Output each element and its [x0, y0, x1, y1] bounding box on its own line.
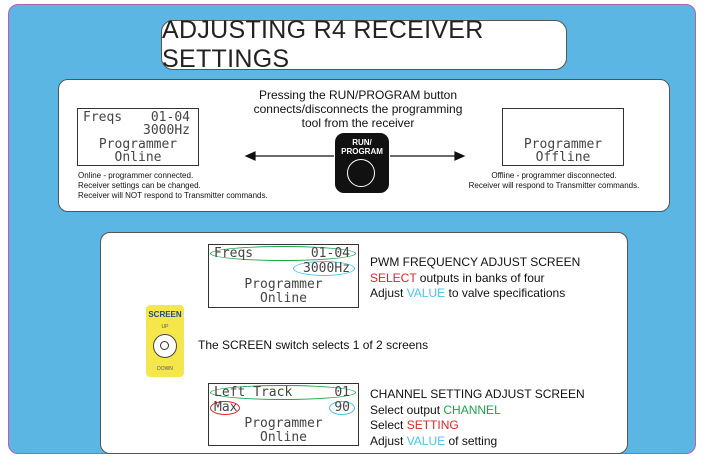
frequency-lcd: Freqs 01-04 3000Hz Programmer Online: [208, 244, 359, 308]
lcd-line3: Programmer: [244, 277, 323, 292]
button-label: PROGRAM: [341, 147, 383, 156]
lcd-line4: Online: [114, 150, 162, 165]
lcd-line3: Programmer: [244, 416, 323, 431]
run-program-description: Pressing the RUN/PROGRAM button connects…: [226, 88, 490, 130]
lcd-line4: Offline: [535, 150, 591, 165]
text-span: Adjust: [370, 286, 407, 300]
description-line: tool from the receiver: [301, 116, 415, 130]
text-span: Select: [370, 418, 407, 432]
frequency-line3: Adjust VALUE to valve specifications: [370, 286, 580, 302]
value-word: VALUE: [406, 433, 446, 448]
description-line: Pressing the RUN/PROGRAM button: [258, 88, 458, 102]
button-label: RUN/: [352, 138, 372, 147]
online-note: Online - programmer connected. Receiver …: [78, 171, 268, 201]
lcd-line1-left: Freqs: [83, 110, 123, 125]
text-span: to valve specifications: [445, 286, 566, 300]
lcd-line3: Programmer: [98, 137, 178, 152]
lcd-line2: 3000Hz: [143, 123, 190, 138]
page-title: ADJUSTING R4 RECEIVER SETTINGS: [162, 16, 484, 73]
setting-highlight: [210, 401, 240, 415]
frequency-screen-title: PWM FREQUENCY ADJUST SCREEN: [370, 255, 581, 269]
screen-switch-panel: [100, 232, 628, 454]
switch-toggle[interactable]: [153, 334, 177, 358]
switch-title: SCREEN: [148, 310, 182, 319]
channel-line3: Select SETTING: [370, 418, 585, 434]
channel-lcd: Left Track 01 Max 90 Programmer Online: [208, 383, 359, 446]
lcd-line2-left: Max: [214, 400, 238, 415]
text-span: Select output: [370, 402, 444, 417]
switch-caption: The SCREEN switch selects 1 of 2 screens: [198, 338, 429, 352]
text-span: Adjust: [370, 433, 407, 448]
lcd-line4: Online: [260, 430, 307, 445]
setting-word: SETTING: [406, 418, 459, 432]
select-word: SELECT: [370, 270, 417, 285]
offline-note-line: Offline - programmer disconnected.: [491, 171, 617, 180]
lcd-line1-right: 01-04: [310, 246, 350, 261]
text-span: outputs in banks of four: [416, 270, 545, 285]
toggle-center: [160, 341, 169, 350]
screen-switch[interactable]: SCREEN UP DOWN: [146, 305, 184, 377]
offline-note: Offline - programmer disconnected. Recei…: [454, 171, 654, 191]
switch-up-label: UP: [161, 324, 169, 330]
value-highlight: [293, 261, 355, 276]
lcd-line4: Online: [260, 291, 307, 306]
channel-info: CHANNEL SETTING ADJUST SCREEN Select out…: [370, 387, 585, 449]
run-program-button[interactable]: RUN/ PROGRAM: [335, 133, 389, 193]
channel-word: CHANNEL: [443, 402, 501, 417]
lcd-line3: Programmer: [523, 137, 603, 152]
button-knob: [347, 159, 375, 187]
frequency-line2: SELECT outputs in banks of four: [370, 271, 580, 287]
online-note-line: Online - programmer connected.: [78, 171, 194, 180]
lcd-line1-left: Freqs: [214, 246, 254, 261]
lcd-line2-right: 90: [334, 400, 350, 415]
lcd-line1-right: 01-04: [150, 110, 190, 125]
description-line: connects/disconnects the programming: [253, 102, 463, 116]
value-word: VALUE: [406, 286, 446, 300]
offline-note-line: Receiver will respond to Transmitter com…: [468, 181, 640, 190]
lcd-line1-left: Left Track: [214, 385, 293, 400]
select-highlight: [210, 246, 356, 261]
lcd-line2: 3000Hz: [303, 261, 350, 276]
text-span: of setting: [445, 433, 498, 448]
lcd-line1-right: 01: [334, 385, 350, 400]
channel-highlight: [210, 385, 356, 400]
switch-down-label: DOWN: [157, 366, 173, 372]
offline-lcd: Programmer Offline: [502, 108, 624, 166]
online-note-line: Receiver will NOT respond to Transmitter…: [78, 191, 268, 200]
channel-line2: Select output CHANNEL: [370, 403, 585, 419]
online-note-line: Receiver settings can be changed.: [78, 181, 201, 190]
title-box: ADJUSTING R4 RECEIVER SETTINGS: [161, 16, 567, 73]
frequency-info: PWM FREQUENCY ADJUST SCREEN SELECT outpu…: [370, 255, 580, 302]
value-highlight: [329, 401, 355, 415]
online-lcd: Freqs 01-04 3000Hz Programmer Online: [77, 108, 199, 166]
channel-screen-title: CHANNEL SETTING ADJUST SCREEN: [370, 387, 585, 401]
channel-line4: Adjust VALUE of setting: [370, 434, 585, 450]
